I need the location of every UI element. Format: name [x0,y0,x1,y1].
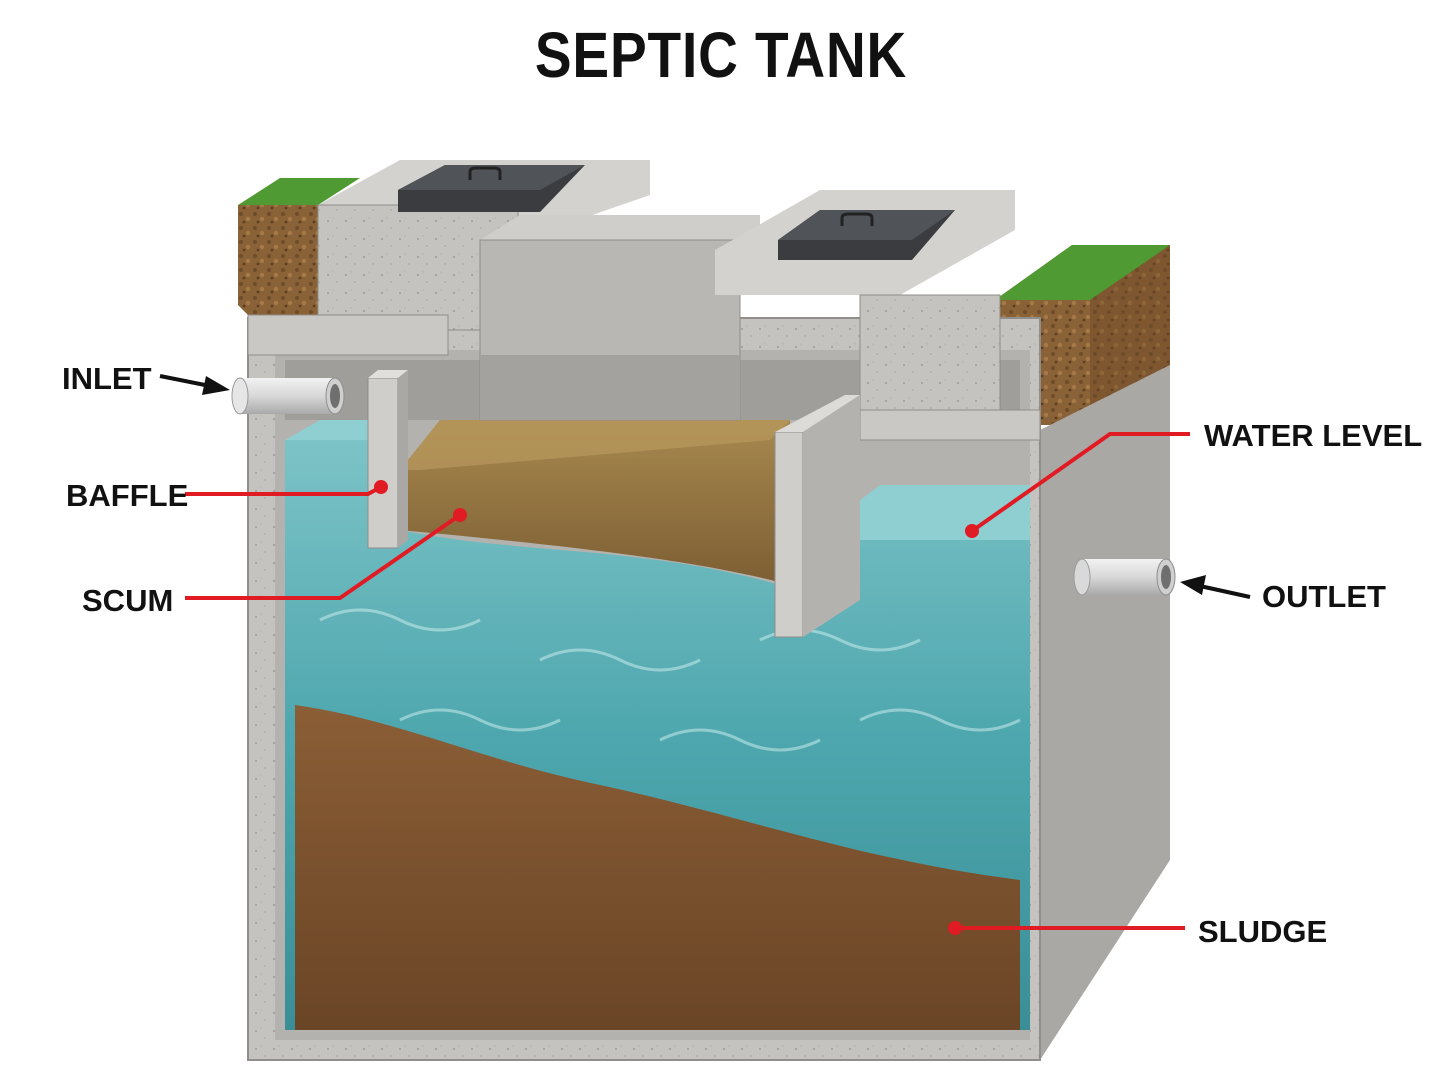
leader-water-level [970,432,1190,533]
label-scum: SCUM [82,583,173,618]
leader-lines [185,432,1190,930]
soil-left [238,178,360,315]
dot-water-level [965,524,979,538]
access-lid-right [778,210,955,260]
sludge-layer [295,705,1020,1030]
dot-scum [453,508,467,522]
label-sludge: SLUDGE [1198,914,1327,949]
outlet-arrow [1180,575,1251,599]
leader-scum [185,513,462,600]
baffle-outlet [774,395,860,638]
label-baffle: BAFFLE [66,478,188,513]
diagram-title: SEPTIC TANK [534,19,908,91]
label-inlet: INLET [62,361,152,396]
leader-dots [374,480,979,935]
tank-side-wall [1040,365,1170,1060]
dot-sludge [948,921,962,935]
inlet-arrow [159,374,230,395]
label-outlet: OUTLET [1262,579,1386,614]
baffle-inlet [367,370,408,549]
inlet-pipe [231,377,345,415]
dot-baffle [374,480,388,494]
label-water-level: WATER LEVEL [1204,418,1422,453]
water-ripples [319,608,1021,752]
outlet-pipe [1073,558,1176,596]
access-lid-left [398,165,585,212]
